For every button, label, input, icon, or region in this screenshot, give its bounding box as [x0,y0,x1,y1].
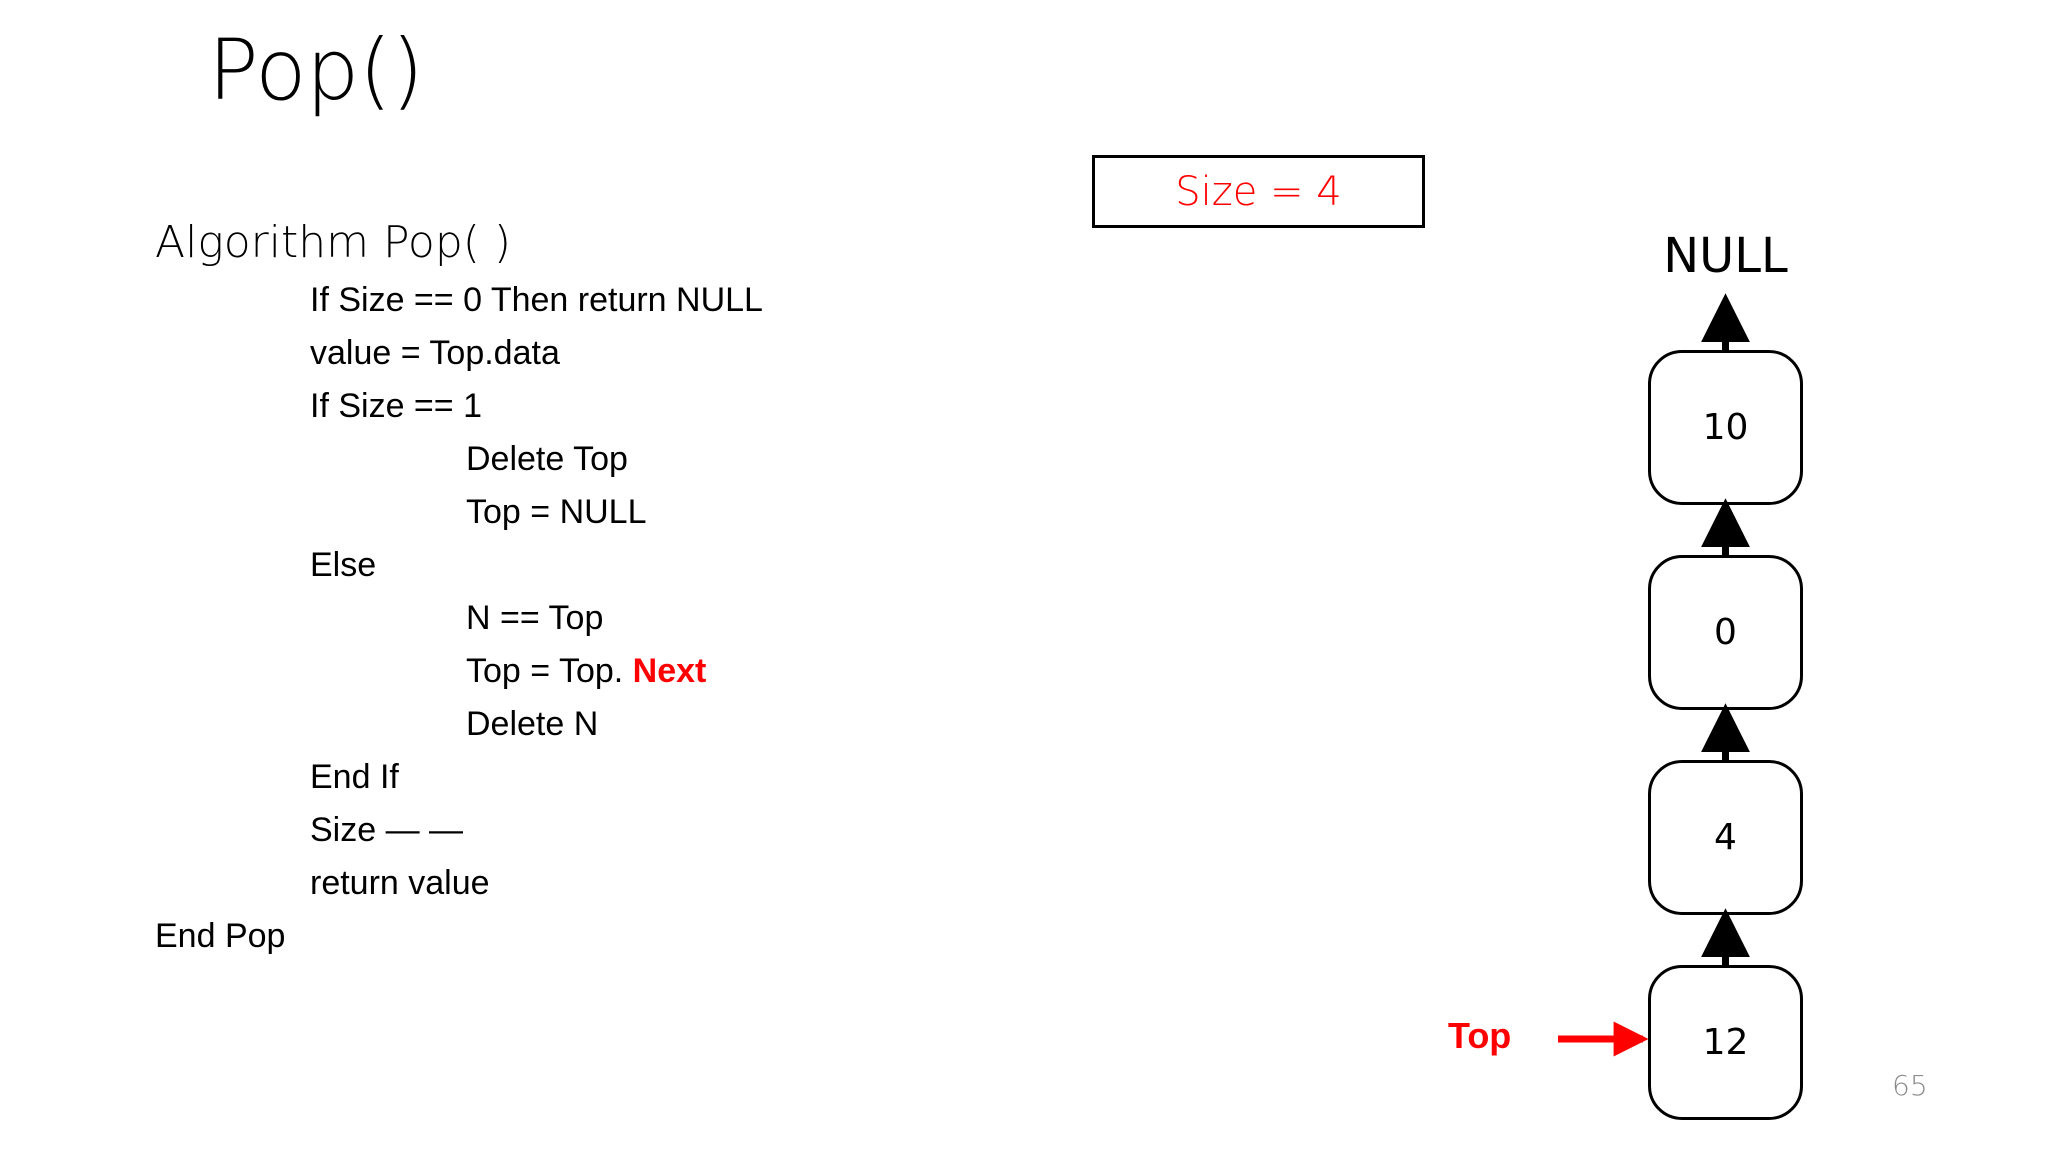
algorithm-line: N == Top [466,599,604,637]
algorithm-line: End Pop [155,917,286,955]
stack-node-value: 12 [1702,1021,1749,1063]
algorithm-line: Else [310,546,377,584]
stack-node-value: 0 [1714,611,1737,653]
algorithm-line-text: Top = Top. [466,652,633,690]
algorithm-line: Top = NULL [466,493,647,531]
algorithm-line: Delete N [466,705,599,743]
stack-node-value: 10 [1702,406,1749,448]
algorithm-line: Size — — [310,811,464,849]
stack-node: 0 [1648,555,1803,710]
algorithm-line: Delete Top [466,440,628,478]
algorithm-line: End If [310,758,399,796]
size-callout-label: Size = 4 [1175,168,1342,215]
null-label: NULL [1663,228,1788,284]
stack-node-value: 4 [1714,816,1737,858]
algorithm-line: return value [310,864,490,902]
next-keyword: Next [632,652,707,690]
algorithm-line: If Size == 1 [310,387,482,425]
stack-node: 12 [1648,965,1803,1120]
size-callout-box: Size = 4 [1092,155,1425,228]
algorithm-line-next: Top = Top. Next [155,645,995,698]
stack-node: 4 [1648,760,1803,915]
algorithm-line: If Size == 0 Then return NULL [310,281,763,319]
page-number: 65 [1892,1069,1928,1102]
page-title: Pop() [208,21,424,119]
algorithm-line: Algorithm Pop( ) [155,217,512,268]
top-pointer-label: Top [1448,1015,1512,1056]
algorithm-block: Algorithm Pop( ) If Size == 0 Then retur… [155,212,995,963]
stack-node: 10 [1648,350,1803,505]
algorithm-line: value = Top.data [310,334,560,372]
